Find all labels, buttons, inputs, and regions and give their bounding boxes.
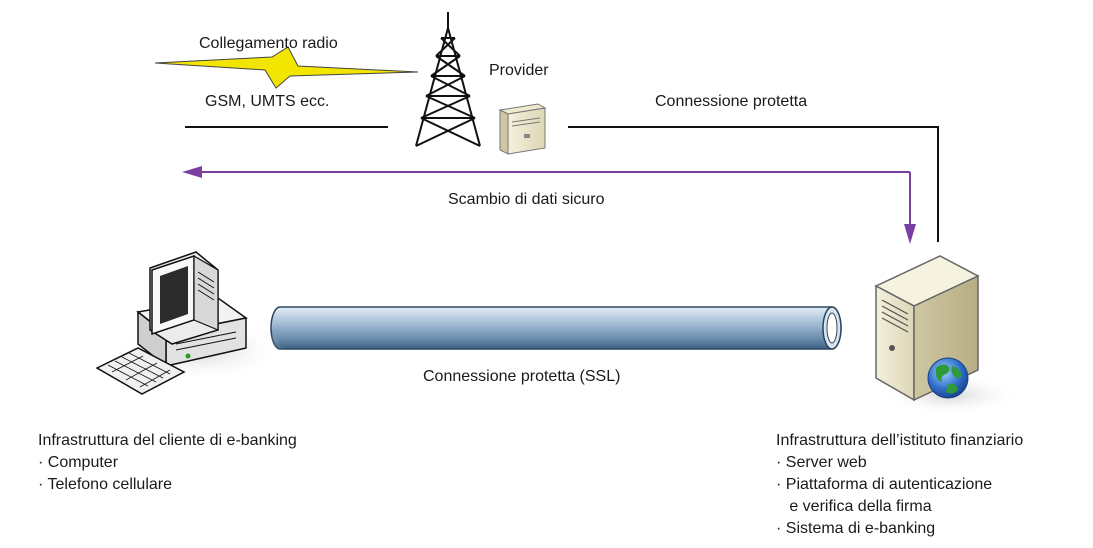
provider-label: Provider [489,62,549,79]
antenna-tower-icon [415,12,481,147]
client-title: Infrastruttura del cliente di e-banking [38,432,297,449]
protected-connection-line [568,126,939,242]
secure-exchange-arrow [182,166,916,244]
ssl-connection-label: Connessione protetta (SSL) [423,368,621,385]
institution-item-ebanking: · Sistema di e-banking [776,520,936,537]
institution-infrastructure-text: Infrastruttura dell’istituto finanziario… [776,430,1023,540]
client-infrastructure-text: Infrastruttura del cliente di e-banking … [38,430,297,496]
client-item-phone: · Telefono cellulare [38,476,173,493]
lightning-icon [154,46,419,89]
institution-item-auth: · Piattaforma di autenticazione [776,476,993,493]
radio-tech-label: GSM, UMTS ecc. [205,93,330,110]
institution-item-webserver: · Server web [776,454,867,471]
globe-icon [927,357,969,399]
secure-exchange-label: Scambio di dati sicuro [448,191,605,208]
ssl-tube [270,306,842,350]
institution-item-auth-cont: e verifica della firma [776,498,932,515]
protected-connection-label: Connessione protetta [655,93,808,110]
institution-title: Infrastruttura dell’istituto finanziario [776,432,1024,449]
radio-link-label: Collegamento radio [199,35,338,52]
provider-server-icon [498,103,547,155]
client-computer-icon [95,251,285,395]
client-item-computer: · Computer [38,454,119,471]
